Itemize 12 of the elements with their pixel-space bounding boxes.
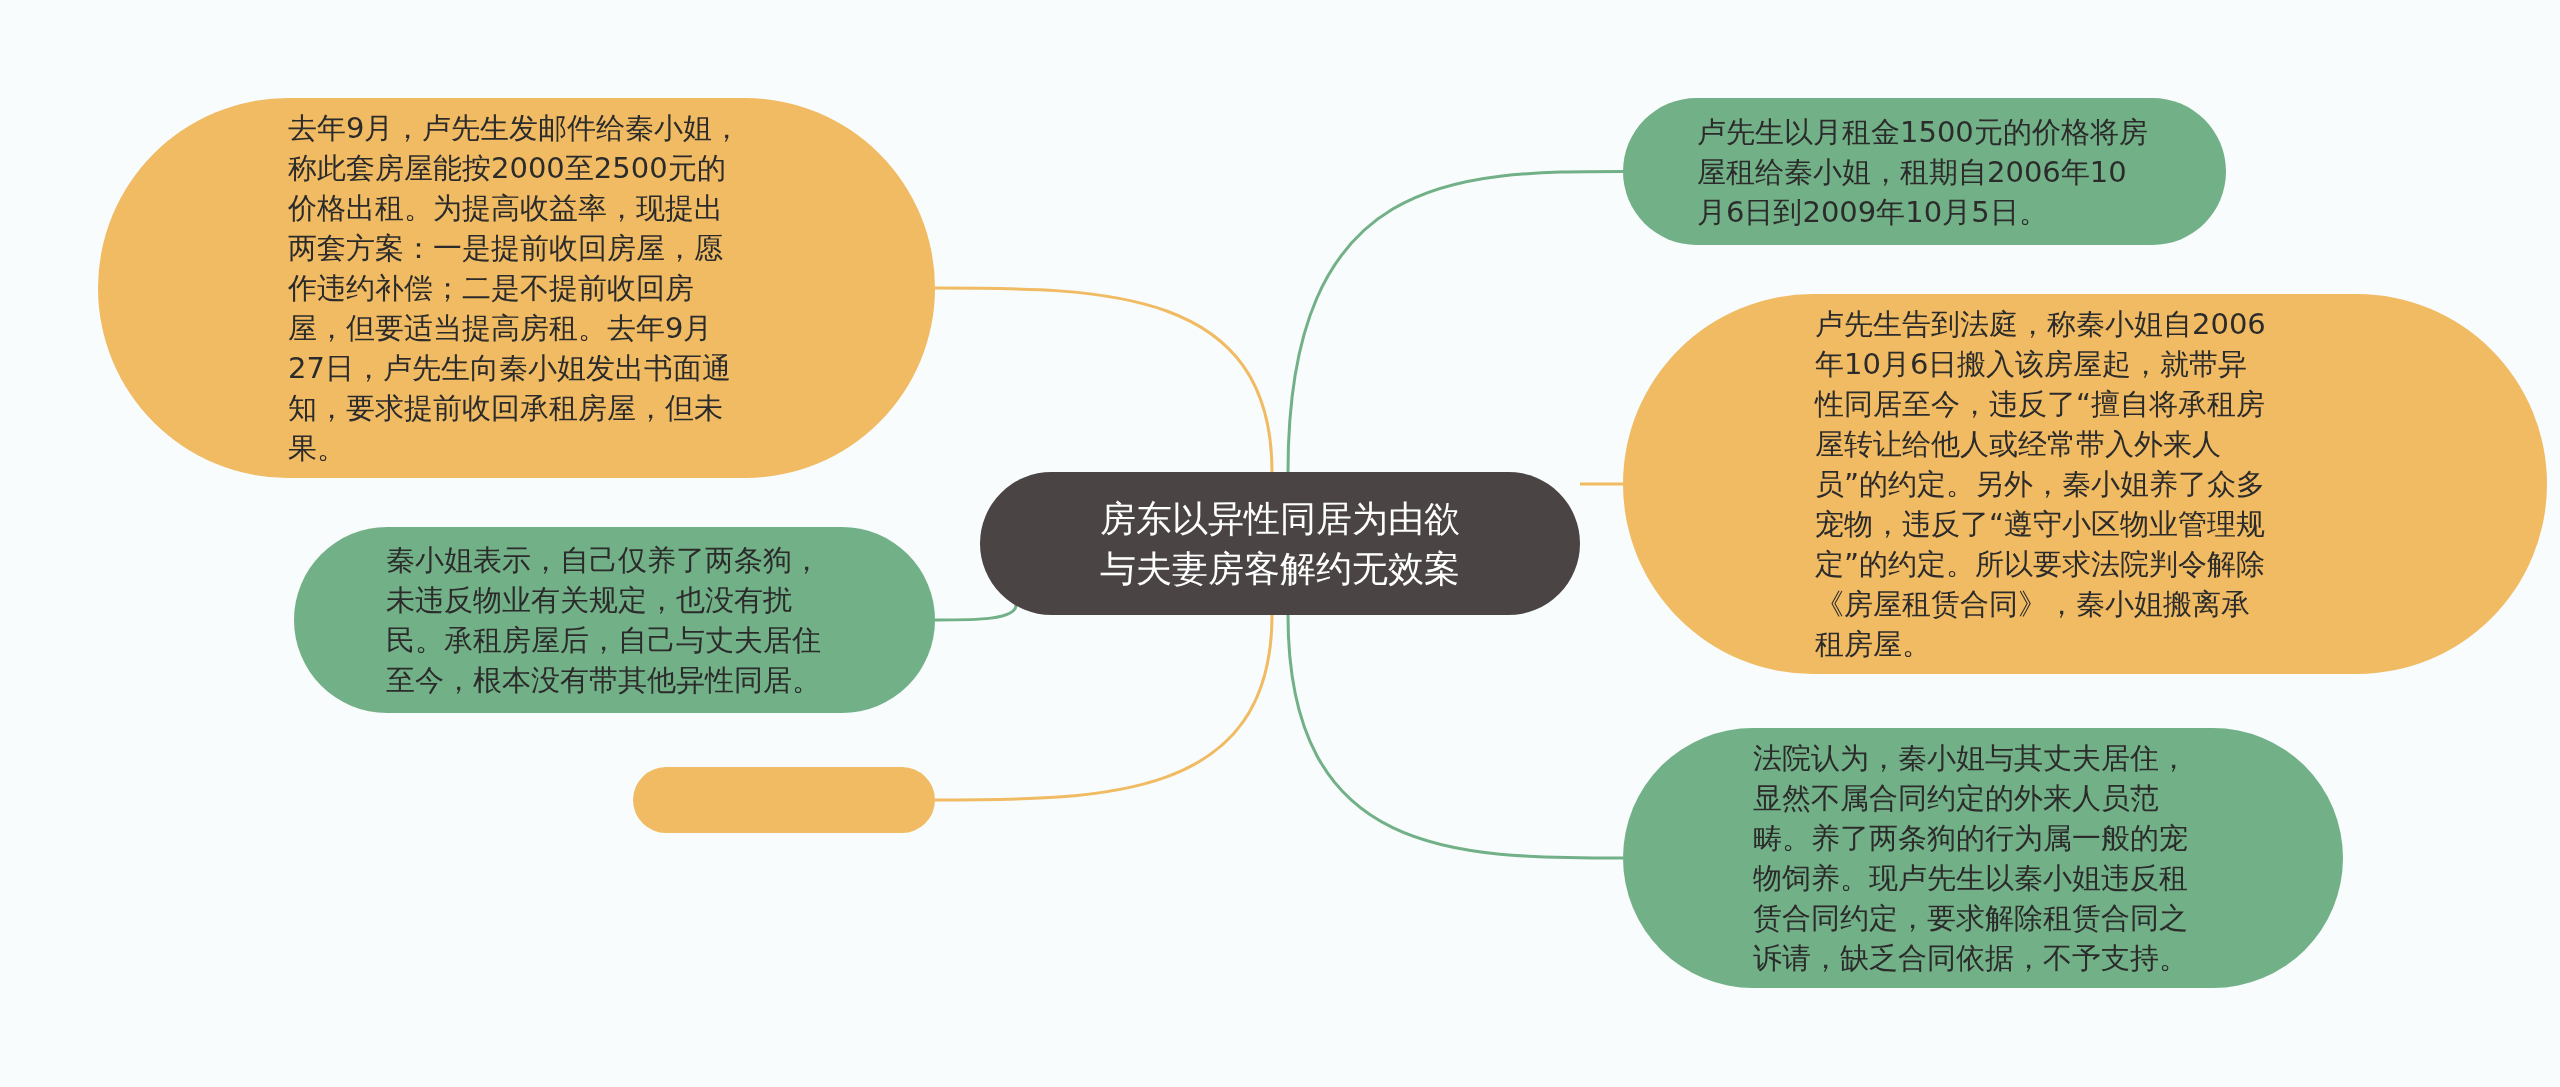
topic-bubble: 法院认为，秦小姐与其丈夫居住，显然不属合同约定的外来人员范畴。养了两条狗的行为属一般的宠物饲养。现卢先生以秦小姐违反租赁合同约定，要求解除租赁合同之诉请，缺乏合同依据，不予支持。 bbox=[1623, 728, 2343, 988]
connector-line bbox=[1580, 482, 1623, 486]
topic-bubble: 去年9月，卢先生发邮件给秦小姐，称此套房屋能按2000至2500元的价格出租。为提高收益率，现提出两套方案：一是提前收回房屋，愿作违约补偿；二是不提前收回房屋，但要适当提高房租。去年9月27日，卢先生向秦小姐发出书面通知，要求提前收回承租房屋，但未果。 bbox=[98, 98, 935, 478]
topic-bubble: 秦小姐表示，自己仅养了两条狗，未违反物业有关规定，也没有扰民。承租房屋后，自己与丈夫居住至今，根本没有带其他异性同居。 bbox=[294, 527, 935, 713]
connector-line bbox=[935, 614, 1274, 802]
central-topic-bubble: 房东以异性同居为由欲与夫妻房客解约无效案 bbox=[980, 472, 1580, 615]
connector-line bbox=[1286, 614, 1623, 860]
connector-line bbox=[935, 604, 1018, 622]
connector-line bbox=[935, 286, 1274, 473]
topic-bubble: 卢先生告到法庭，称秦小姐自2006年10月6日搬入该房屋起，就带异性同居至今，违反了“擅自将承租房屋转让给他人或经常带入外来人员”的约定。另外，秦小姐养了众多宠物，违反了“遵守小区物业管理规定”的约定。所以要求法院判令解除《房屋租赁合同》，秦小姐搬离承租房屋。 bbox=[1623, 294, 2547, 674]
topic-bubble: 卢先生以月租金1500元的价格将房屋租给秦小姐，租期自2006年10月6日到2009年10月5日。 bbox=[1623, 98, 2226, 245]
connector-line bbox=[1286, 170, 1623, 473]
